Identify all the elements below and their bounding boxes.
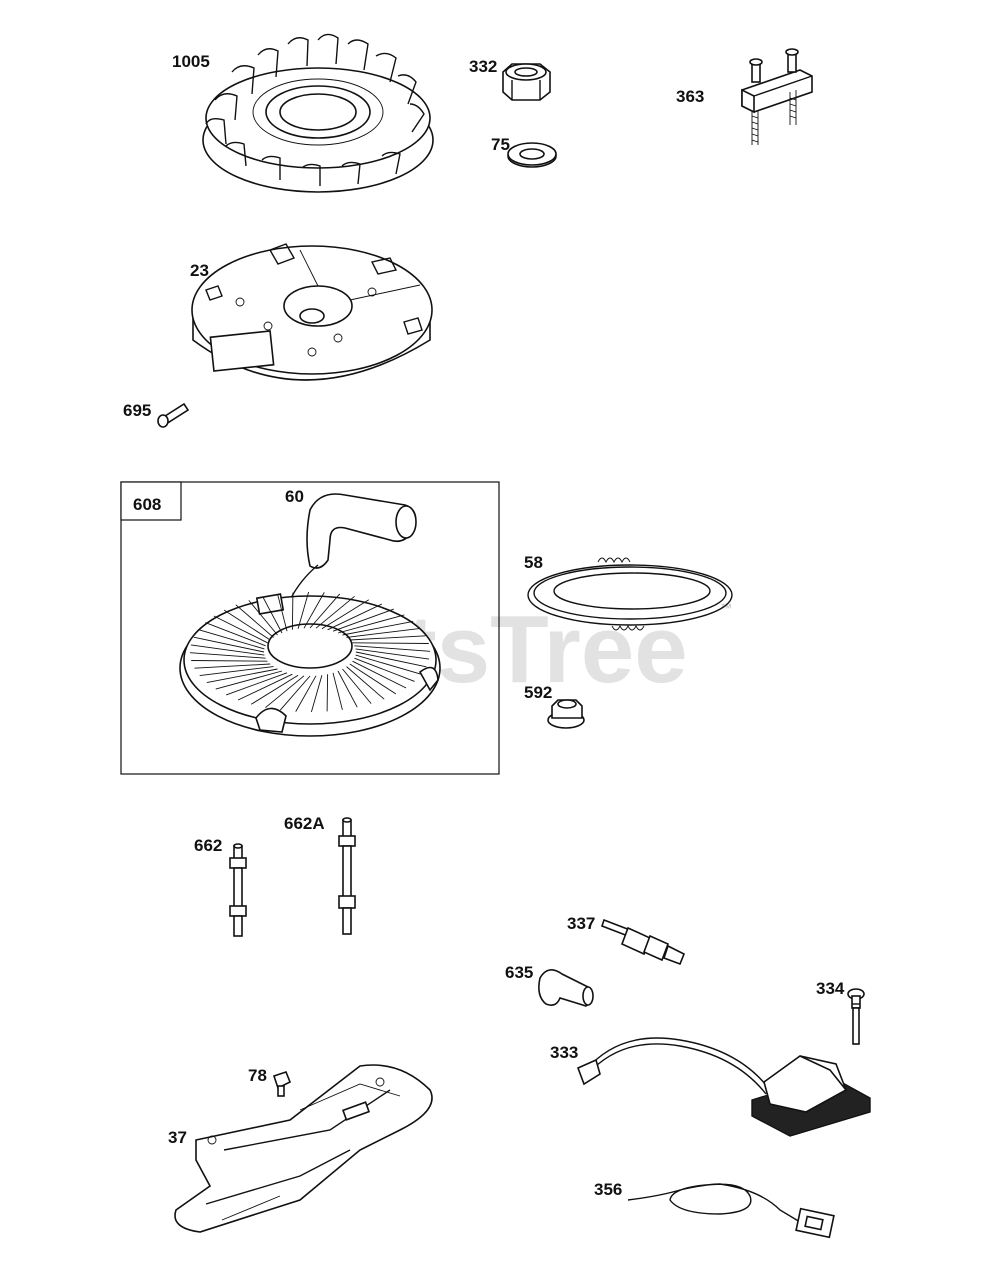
starter-handle-part[interactable] <box>289 493 417 601</box>
label-flange-nut: 592 <box>524 683 552 702</box>
label-shield: 37 <box>168 1128 187 1147</box>
shield-part[interactable] <box>174 1064 433 1233</box>
label-nut: 332 <box>469 57 497 76</box>
starter-fin <box>352 642 429 644</box>
stud-long-part[interactable] <box>338 817 356 935</box>
starter-fin <box>310 675 323 713</box>
starter-fin <box>215 670 283 690</box>
starter-fin <box>213 615 268 644</box>
starter-fin <box>297 591 310 629</box>
starter-fin <box>354 645 431 652</box>
rope-part[interactable] <box>527 557 733 631</box>
starter-fin <box>235 604 274 638</box>
starter-fin <box>198 629 265 650</box>
armature-part[interactable] <box>576 1037 871 1137</box>
boot-part[interactable] <box>538 969 594 1007</box>
starter-fin <box>355 654 422 675</box>
flywheel-part[interactable] <box>202 33 434 193</box>
starter-fin <box>355 651 427 668</box>
starter-fin <box>194 663 271 669</box>
flange-nut-part[interactable] <box>547 699 585 729</box>
starter-fin <box>321 599 370 630</box>
washer-part[interactable] <box>507 142 557 168</box>
starter-fin <box>279 675 311 711</box>
starter-fin <box>205 622 266 647</box>
starter-fin <box>226 672 288 696</box>
starter-fin <box>332 608 394 632</box>
label-bracket: 363 <box>676 87 704 106</box>
starter-fin <box>315 595 355 629</box>
starter-fin <box>291 592 294 630</box>
group-box-label: 608 <box>133 495 161 514</box>
starter-housing-part[interactable] <box>179 591 441 737</box>
starter-fin <box>342 620 414 636</box>
label-starter-handle: 60 <box>285 487 304 506</box>
nut-part[interactable] <box>502 63 551 101</box>
ground-wire-part[interactable] <box>627 1183 835 1239</box>
starter-fin <box>337 614 405 634</box>
screw-part[interactable] <box>847 988 865 1045</box>
label-rotor: 23 <box>190 261 209 280</box>
starter-fin <box>327 603 383 631</box>
starter-fin <box>265 675 305 709</box>
label-stud: 662 <box>194 836 222 855</box>
stud-part[interactable] <box>229 843 247 937</box>
label-rope: 58 <box>524 553 543 572</box>
starter-fin <box>346 666 385 700</box>
starter-fin <box>206 668 278 684</box>
pin-part[interactable] <box>157 402 190 428</box>
starter-fin <box>349 663 397 695</box>
starter-fin <box>237 673 293 701</box>
shield-screw-part[interactable] <box>272 1071 292 1097</box>
starter-fin <box>346 627 421 638</box>
label-shield-screw: 78 <box>248 1066 267 1085</box>
starter-fin <box>193 636 265 653</box>
label-washer: 75 <box>491 135 510 154</box>
label-spark-plug: 337 <box>567 914 595 933</box>
starter-fin <box>332 672 343 710</box>
starter-fin <box>189 652 266 659</box>
starter-fin <box>190 644 265 656</box>
starter-fin <box>295 675 317 712</box>
label-pin: 695 <box>123 401 151 420</box>
starter-fin <box>326 674 329 712</box>
starter-fin <box>354 657 415 682</box>
label-armature: 333 <box>550 1043 578 1062</box>
starter-fin <box>250 674 299 705</box>
starter-group-box <box>120 481 500 775</box>
starter-fin <box>277 594 288 632</box>
starter-fin <box>248 600 278 636</box>
spark-plug-part[interactable] <box>600 918 686 966</box>
bracket-part[interactable] <box>741 48 813 145</box>
starter-fin <box>262 596 283 634</box>
rotor-part[interactable] <box>191 243 433 381</box>
starter-fin <box>223 609 271 641</box>
label-screw: 334 <box>816 979 845 998</box>
starter-fin <box>352 660 407 689</box>
starter-fin <box>191 660 268 662</box>
starter-fin <box>342 668 372 704</box>
label-ground-wire: 356 <box>594 1180 622 1199</box>
starter-fin <box>303 592 325 629</box>
watermark-trademark: ™ <box>720 601 732 615</box>
label-boot: 635 <box>505 963 533 982</box>
starter-fin <box>199 666 274 677</box>
starter-fin <box>337 670 358 708</box>
starter-fin <box>309 593 341 629</box>
label-stud-long: 662A <box>284 814 325 833</box>
starter-fin <box>355 648 430 660</box>
label-flywheel: 1005 <box>172 52 210 71</box>
starter-fin <box>349 635 426 641</box>
